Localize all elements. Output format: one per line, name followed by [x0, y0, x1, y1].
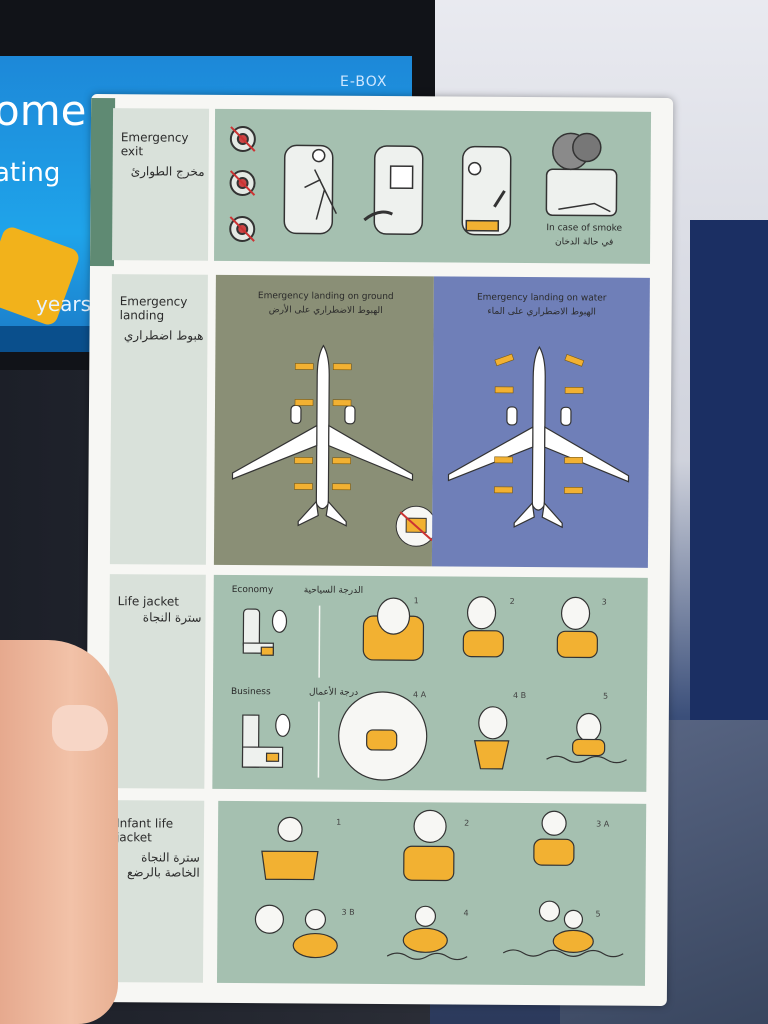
infant-step4 [386, 905, 468, 961]
infant-step5 [502, 900, 624, 958]
jacket-step2 [462, 596, 504, 658]
jacket-step3 [556, 596, 598, 659]
seat-back [690, 220, 768, 740]
life-jacket-illustrations [241, 596, 627, 781]
no-phone-icon [229, 126, 256, 243]
infant-step3a [533, 810, 575, 866]
jacket-step4b [473, 706, 510, 770]
emergency-landing-title-ar: هبوط اضطراري [123, 328, 204, 343]
ground-airplane-icon [231, 344, 437, 547]
label-emergency-exit: Emergency exit مخرج الطوارئ [112, 108, 210, 261]
infant-jacket-title: Infant life jacket [115, 816, 174, 845]
label-life-jacket: Life jacket سترة النجاة [108, 574, 206, 789]
exit-illustrations [229, 126, 618, 243]
emergency-exit-panel: In case of smoke في حالة الدخان [214, 108, 652, 264]
emergency-exit-title: Emergency exit [120, 130, 189, 159]
no-luggage-icon [395, 505, 437, 547]
door-open-step1 [283, 144, 338, 235]
label-infant-jacket: Infant life jacket سترة النجاة الخاصة با… [106, 800, 205, 983]
ground-landing-panel: Emergency landing on ground الهبوط الاضط… [213, 274, 437, 567]
business-seat-icon [241, 713, 291, 768]
tv-years-text: years [36, 292, 92, 316]
tv-brand: E-BOX [340, 74, 388, 90]
smoke-caption: In case of smoke [546, 223, 623, 234]
water-landing-panel: Emergency landing on water الهبوط الاضطر… [431, 276, 650, 568]
door-open-step3 [461, 145, 512, 236]
door-open-step2 [363, 145, 424, 235]
thumbnail [52, 705, 108, 751]
water-airplane-icon [447, 345, 630, 529]
tv-welcome-text: ome [0, 86, 87, 135]
economy-seat-icon [242, 608, 288, 656]
life-jacket-panel: Economy الدرجة السياحية Business درجة ال… [212, 574, 648, 792]
safety-card: Emergency exit مخرج الطوارئ [84, 93, 674, 1007]
smoke-crawl-icon [545, 132, 618, 217]
life-jacket-title: Life jacket [117, 594, 180, 609]
smoke-caption-ar: في حالة الدخان [554, 237, 614, 248]
infant-jacket-panel: 1 2 3 A 3 B 4 5 [216, 800, 647, 986]
infant-jacket-title-ar: سترة النجاة الخاصة بالرضع [127, 850, 200, 880]
infant-step3b [254, 904, 338, 959]
life-jacket-title-ar: سترة النجاة [142, 610, 202, 625]
infant-jacket-illustrations [254, 809, 624, 961]
hand [0, 640, 118, 1024]
jacket-step5-water [546, 712, 627, 764]
emergency-landing-title: Emergency landing [119, 294, 188, 323]
jacket-step4a [338, 691, 428, 781]
label-emergency-landing: Emergency landing هبوط اضطراري [109, 274, 208, 565]
infant-step2 [403, 809, 455, 882]
emergency-exit-title-ar: مخرج الطوارئ [130, 164, 205, 179]
tv-bottom-bar [0, 326, 90, 352]
tv-celebrating-text: ating [0, 158, 61, 188]
jacket-step1 [362, 597, 425, 661]
infant-step1 [261, 816, 319, 881]
